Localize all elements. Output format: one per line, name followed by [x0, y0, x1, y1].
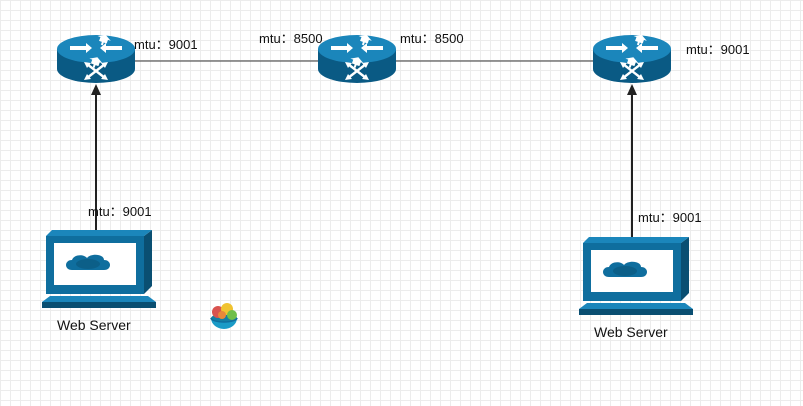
- router-middle[interactable]: [316, 31, 398, 85]
- router-left[interactable]: [55, 31, 137, 85]
- router-right-mtu-label: mtu：9001: [686, 42, 750, 57]
- router-middle-mtu-label-left: mtu：8500: [259, 31, 323, 46]
- server-right-mtu-label: mtu：9001: [638, 210, 702, 225]
- server-left[interactable]: [42, 230, 156, 308]
- server-left-caption: Web Server: [57, 317, 131, 333]
- bowl-icon: [210, 303, 238, 329]
- server-left-mtu-label: mtu：9001: [88, 204, 152, 219]
- router-middle-mtu-label-right: mtu：8500: [400, 31, 464, 46]
- router-left-mtu-label: mtu：9001: [134, 37, 198, 52]
- server-right-caption: Web Server: [594, 324, 668, 340]
- router-right[interactable]: [591, 31, 673, 85]
- server-right[interactable]: [579, 237, 693, 315]
- link-server-left-to-router-left: [91, 84, 101, 232]
- link-server-right-to-router-right: [627, 84, 637, 238]
